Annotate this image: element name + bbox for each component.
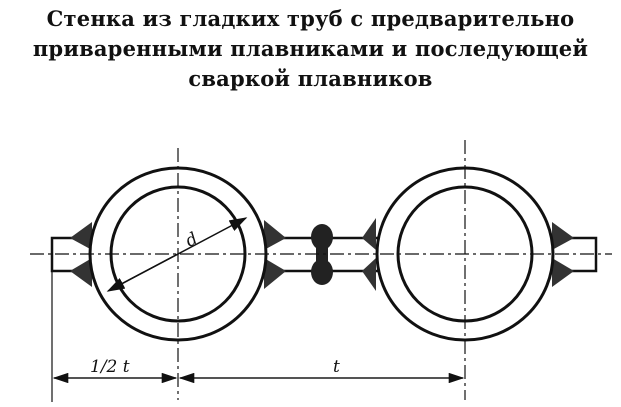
fin-butt-weld [311, 224, 333, 285]
fillet-welds [70, 218, 574, 291]
pitch-label: t [333, 357, 340, 377]
half-pitch-label: 1/2 t [90, 357, 130, 377]
title-line-3: сваркой плавников [188, 66, 433, 91]
center-lines [30, 140, 612, 400]
title-line-1: Стенка из гладких труб с предварительно [46, 6, 575, 31]
diagram-title: Стенка из гладких труб с предварительно … [0, 4, 621, 94]
title-line-2: приваренными плавниками и последующей [32, 36, 589, 61]
